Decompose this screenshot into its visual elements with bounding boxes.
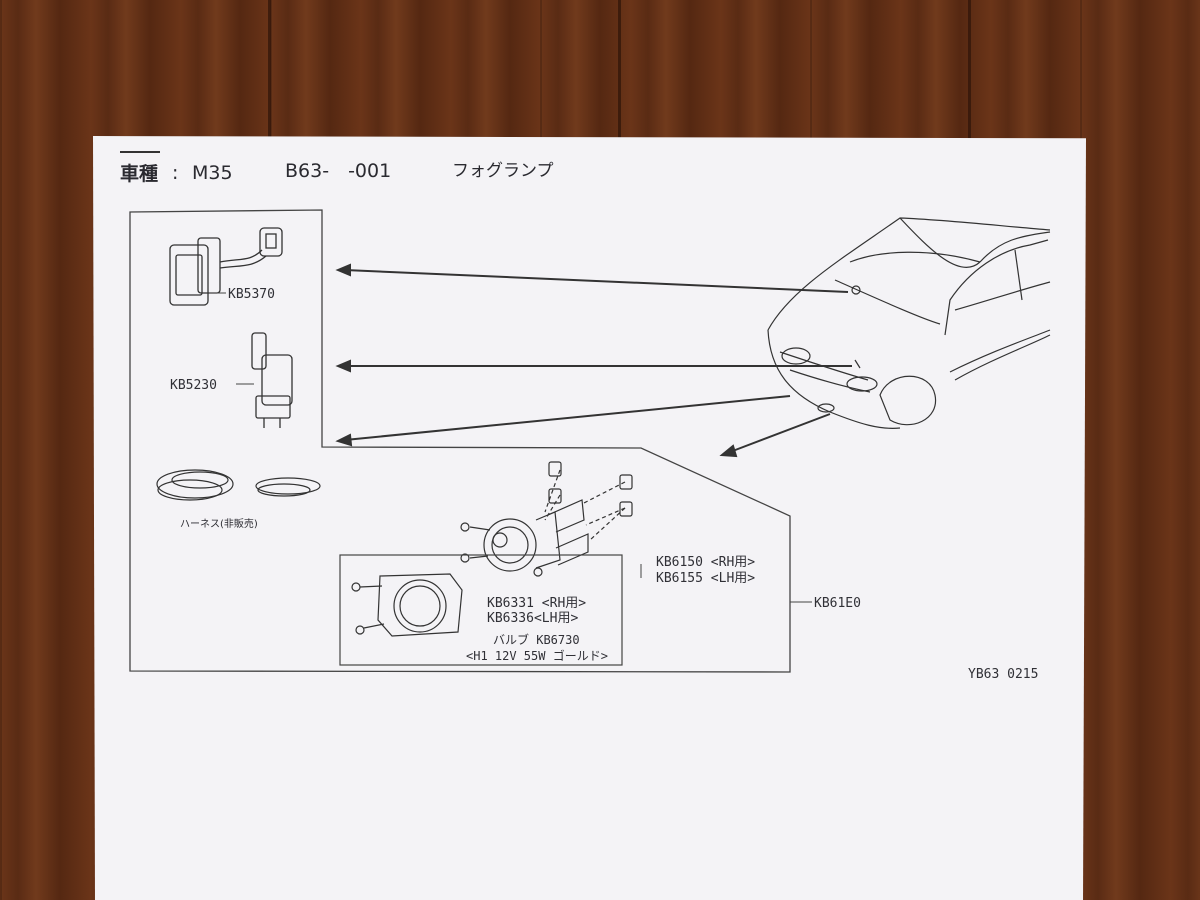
relay-illustration [251, 332, 293, 428]
lamp-lh-part: KB6155 <LH用> [656, 571, 755, 586]
model-name: M35 [192, 162, 233, 184]
part-code: B63- -001 [285, 160, 391, 182]
diagram-frame [129, 209, 791, 673]
kit-part-number: KB61E0 [814, 596, 861, 611]
lamp-rh-part: KB6150 <RH用> [656, 555, 755, 570]
finisher-lh-part: KB6336<LH用> [487, 611, 578, 626]
harness-label: ハーネス(非販売) [180, 517, 258, 530]
sheet-title: フォグランプ [452, 161, 554, 181]
colon: : [172, 162, 178, 184]
model-label: 車種 [120, 162, 158, 185]
harness-illustration [156, 469, 321, 501]
relay-part-number: KB5230 [170, 378, 217, 393]
switch-part-number: KB5370 [228, 287, 275, 302]
footer-code: YB63 0215 [968, 667, 1038, 682]
finisher-illustration [351, 573, 463, 637]
instruction-sheet [93, 136, 1086, 900]
finisher-rh-part: KB6331 <RH用> [487, 596, 586, 611]
car-illustration [767, 217, 1051, 429]
fog-lamp-illustration [460, 461, 633, 577]
finisher-subframe [339, 554, 623, 666]
bulb-part: バルブ KB6730 [493, 632, 580, 647]
leader-arrows [335, 263, 852, 458]
bulb-spec: <H1 12V 55W ゴールド> [466, 648, 608, 663]
